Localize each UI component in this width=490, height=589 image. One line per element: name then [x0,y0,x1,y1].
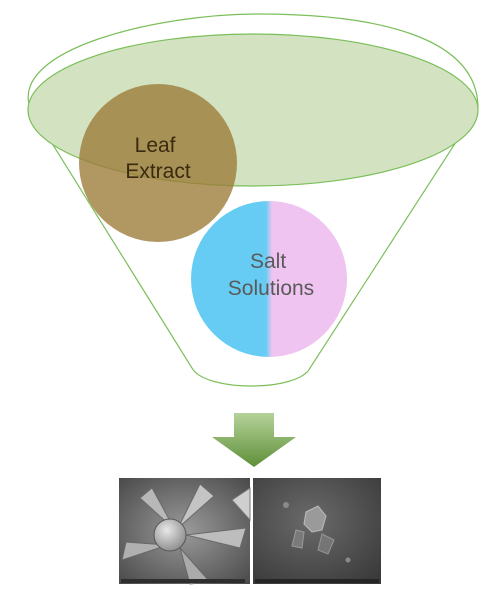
salt-solutions-line2: Solutions [228,277,314,300]
sem-image-2 [253,478,381,584]
leaf-extract-label: Leaf Extract [125,134,191,183]
salt-solutions-line1: Salt [250,250,286,273]
salt-solutions-label: Salt Solutions [228,250,314,300]
sem-image-1 [119,478,251,585]
leaf-extract-line1: Leaf [135,134,176,157]
down-arrow-icon [212,413,296,467]
leaf-extract-bubble: Leaf Extract [79,84,237,242]
salt-solutions-bubble: Salt Solutions [191,201,347,357]
leaf-extract-line2: Extract [125,160,191,183]
